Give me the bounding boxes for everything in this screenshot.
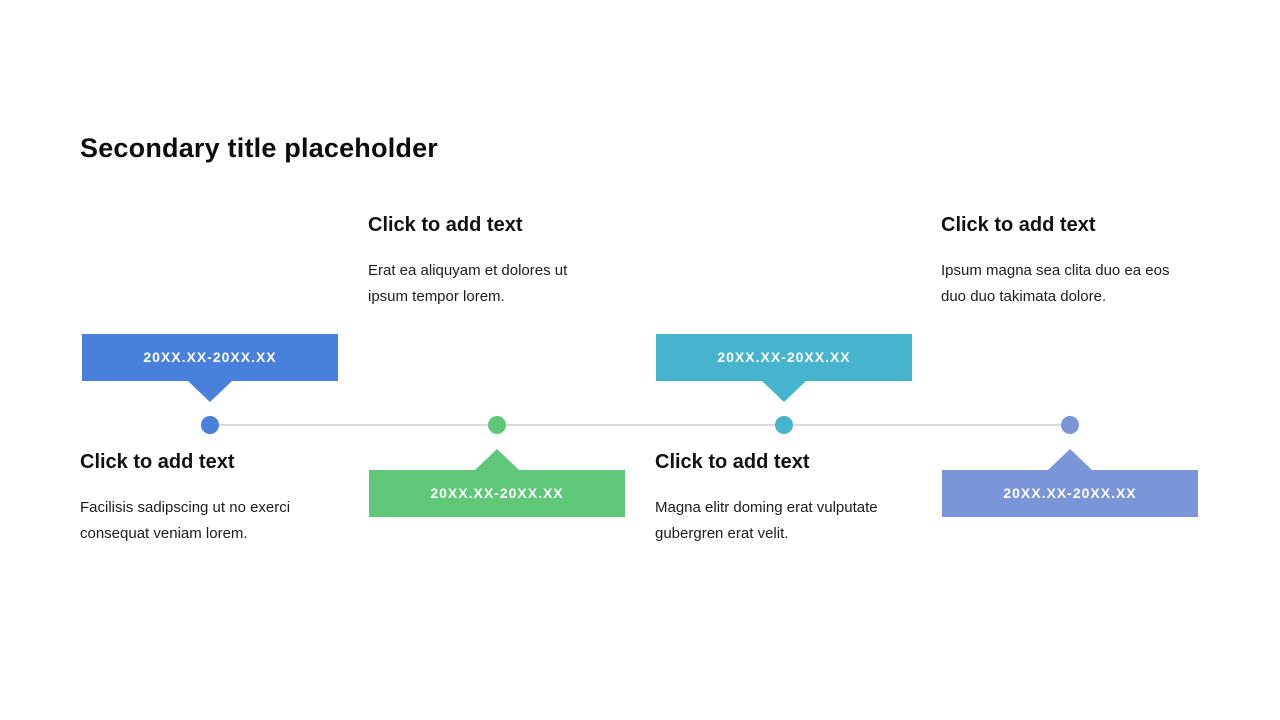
- timeline-dot-1: [201, 416, 219, 434]
- milestone-3-heading[interactable]: Click to add text: [655, 451, 810, 473]
- milestone-2-heading[interactable]: Click to add text: [368, 214, 523, 236]
- date-badge-3-label: 20XX.XX-20XX.XX: [717, 349, 851, 365]
- badge-2-pointer-up: [475, 449, 519, 470]
- date-badge-3[interactable]: 20XX.XX-20XX.XX: [656, 334, 912, 402]
- timeline-dot-3: [775, 416, 793, 434]
- date-badge-4[interactable]: 20XX.XX-20XX.XX: [942, 449, 1198, 517]
- badge-1-pointer-down: [188, 381, 232, 402]
- milestone-3-text: Click to add text Magna elitr doming era…: [655, 450, 947, 547]
- milestone-4-body[interactable]: Ipsum magna sea clita duo ea eos duo duo…: [941, 262, 1170, 305]
- date-badge-1[interactable]: 20XX.XX-20XX.XX: [82, 334, 338, 402]
- date-badge-2[interactable]: 20XX.XX-20XX.XX: [369, 449, 625, 517]
- milestone-1-heading[interactable]: Click to add text: [80, 451, 235, 473]
- timeline-dot-4: [1061, 416, 1079, 434]
- date-badge-2-label: 20XX.XX-20XX.XX: [430, 485, 564, 501]
- slide-title[interactable]: Secondary title placeholder: [80, 133, 439, 163]
- badge-3-pointer-down: [762, 381, 806, 402]
- milestone-4-text: Click to add text Ipsum magna sea clita …: [941, 213, 1233, 310]
- milestone-3-body[interactable]: Magna elitr doming erat vulputate guberg…: [655, 499, 878, 542]
- milestone-1-body[interactable]: Facilisis sadipscing ut no exerci conseq…: [80, 499, 291, 542]
- milestone-2-body[interactable]: Erat ea aliquyam et dolores ut ipsum tem…: [368, 262, 568, 305]
- milestone-1-text: Click to add text Facilisis sadipscing u…: [80, 450, 372, 547]
- timeline-line: [210, 424, 1070, 426]
- milestone-4-heading[interactable]: Click to add text: [941, 214, 1096, 236]
- badge-4-pointer-up: [1048, 449, 1092, 470]
- milestone-2-text: Click to add text Erat ea aliquyam et do…: [368, 213, 660, 310]
- date-badge-4-label: 20XX.XX-20XX.XX: [1003, 485, 1137, 501]
- date-badge-1-label: 20XX.XX-20XX.XX: [143, 349, 277, 365]
- timeline-dot-2: [488, 416, 506, 434]
